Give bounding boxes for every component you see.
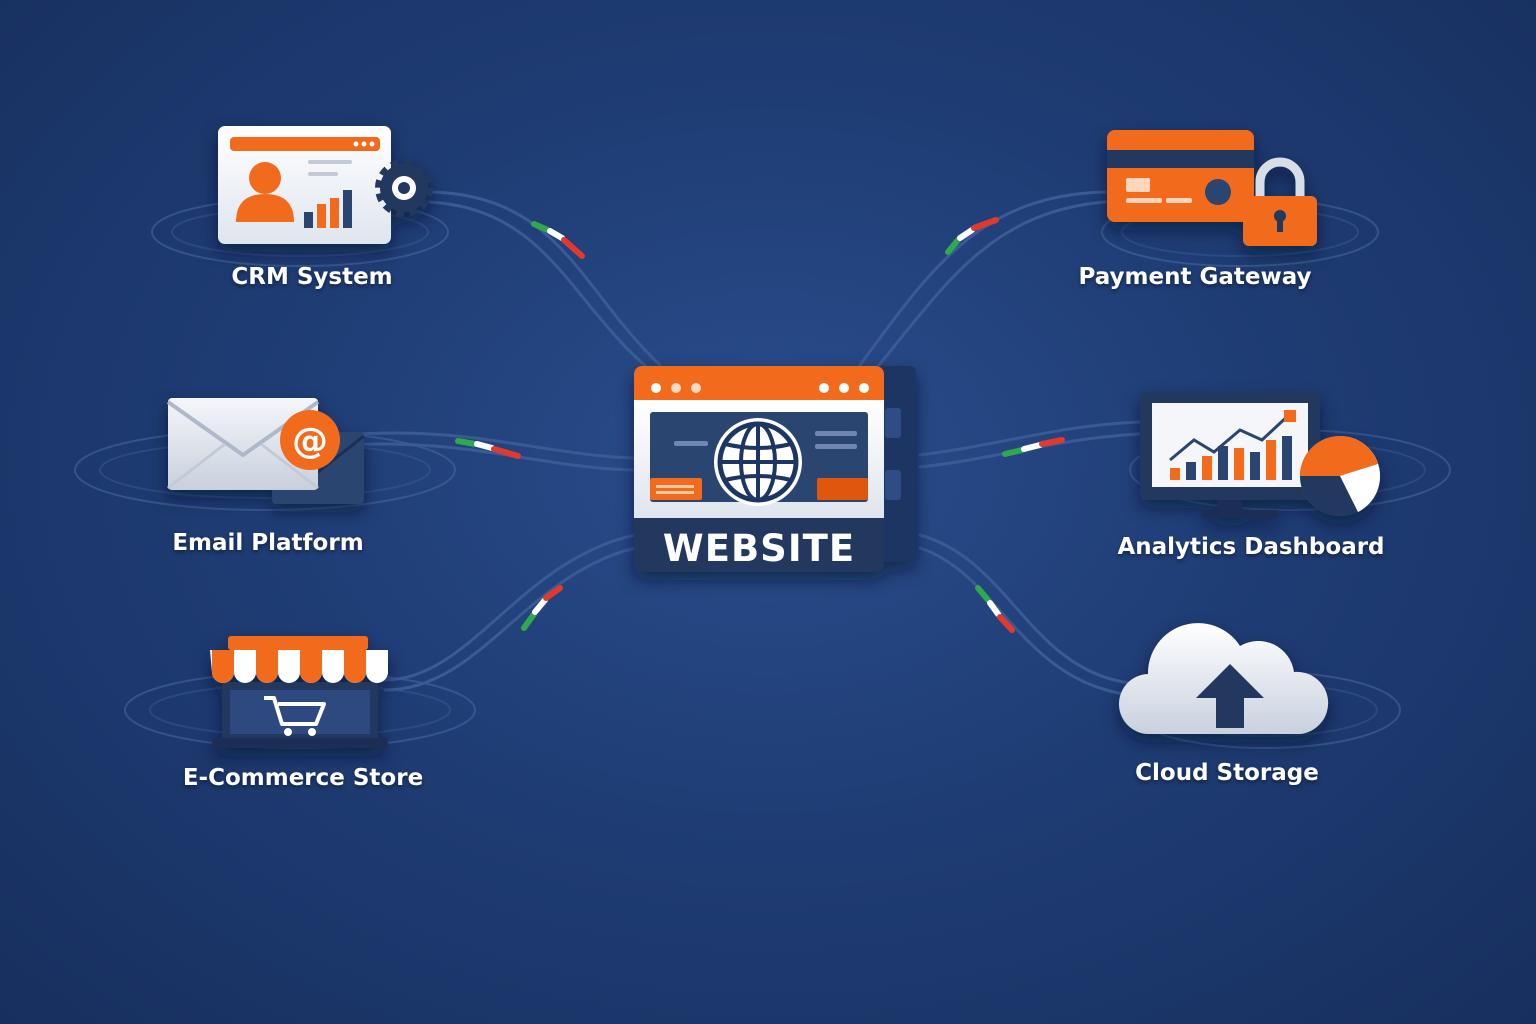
window-dot-icon bbox=[651, 383, 661, 393]
node-label-analytics: Analytics Dashboard bbox=[1117, 534, 1385, 560]
at-sign-icon: @ bbox=[280, 410, 340, 470]
globe-icon bbox=[714, 418, 802, 506]
connector-cloud bbox=[918, 533, 1132, 697]
node-label-payment: Payment Gateway bbox=[1078, 264, 1312, 290]
crm-icon bbox=[218, 126, 433, 244]
hub-label: WEBSITE bbox=[662, 527, 856, 570]
website-hub bbox=[634, 366, 916, 572]
connector-ecommerce bbox=[383, 533, 637, 692]
svg-text:@: @ bbox=[292, 421, 328, 462]
connection-lines bbox=[343, 190, 1142, 697]
credit-card-lock-icon bbox=[1107, 130, 1317, 246]
gear-icon bbox=[375, 159, 433, 217]
shopping-cart-icon bbox=[264, 696, 326, 736]
node-label-cloud: Cloud Storage bbox=[1135, 760, 1319, 786]
node-label-email: Email Platform bbox=[172, 530, 364, 556]
storefront-icon bbox=[210, 636, 388, 748]
node-label-crm: CRM System bbox=[231, 264, 393, 290]
connector-crm bbox=[428, 190, 662, 372]
pie-chart-icon bbox=[1299, 436, 1380, 517]
node-label-ecommerce: E-Commerce Store bbox=[182, 765, 424, 791]
cloud-upload-icon bbox=[1118, 623, 1329, 735]
email-icon: @ bbox=[166, 398, 365, 504]
connector-payment bbox=[858, 190, 1107, 372]
analytics-monitor-icon bbox=[1140, 392, 1380, 518]
